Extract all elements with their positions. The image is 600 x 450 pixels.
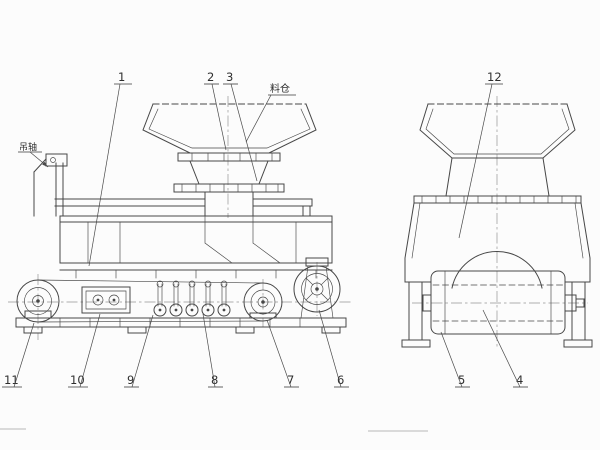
flange-end [413,195,582,204]
end-view [401,96,593,348]
callout-2: 2 [204,70,227,151]
hopper-label: 料仓 [270,82,290,95]
lifting-lug-label: 吊轴 [19,141,37,153]
base-frame-side [15,317,347,334]
feed-chute [204,191,254,217]
drum-end [422,270,585,335]
callout-9: 9 [124,314,154,388]
callout-1-text: 1 [118,70,125,84]
callout-11: 11 [2,322,35,388]
callout-9-text: 9 [127,373,134,387]
feeder-body [37,215,333,323]
callout-hopper: 料仓 [245,82,296,143]
callout-7: 7 [266,319,299,388]
callout-3: 3 [223,70,258,182]
legs-end [401,281,593,348]
callout-3-text: 3 [226,70,233,84]
callout-12: 12 [458,70,503,239]
callouts: 吊轴 1 2 3 料仓 12 [2,70,528,388]
callout-4-text: 4 [516,373,523,387]
support-rail [54,198,313,217]
hopper-end [419,103,576,197]
hood-end [404,202,591,289]
callout-4: 4 [482,309,528,388]
hopper-flange-side [173,152,285,193]
suspended-idlers [153,280,231,317]
callout-6-text: 6 [337,373,344,387]
lifting-bracket [33,153,68,217]
callout-5-text: 5 [458,373,465,387]
centerlines-end [412,96,588,348]
hopper-side [142,103,317,154]
flywheel-drive [293,257,341,319]
callout-7-text: 7 [287,373,294,387]
callout-6: 6 [318,309,349,388]
callout-10: 10 [68,313,101,388]
callout-8-text: 8 [211,373,218,387]
counterweight-box [81,286,131,314]
callout-2-text: 2 [207,70,214,84]
callout-1: 1 [88,70,132,267]
callout-lifting-lug: 吊轴 [18,141,49,168]
callout-8: 8 [202,313,223,388]
callout-12-text: 12 [487,70,502,84]
callout-10-text: 10 [70,373,85,387]
scan-artifacts [0,428,428,432]
side-view [8,96,352,340]
callout-5: 5 [440,331,470,388]
